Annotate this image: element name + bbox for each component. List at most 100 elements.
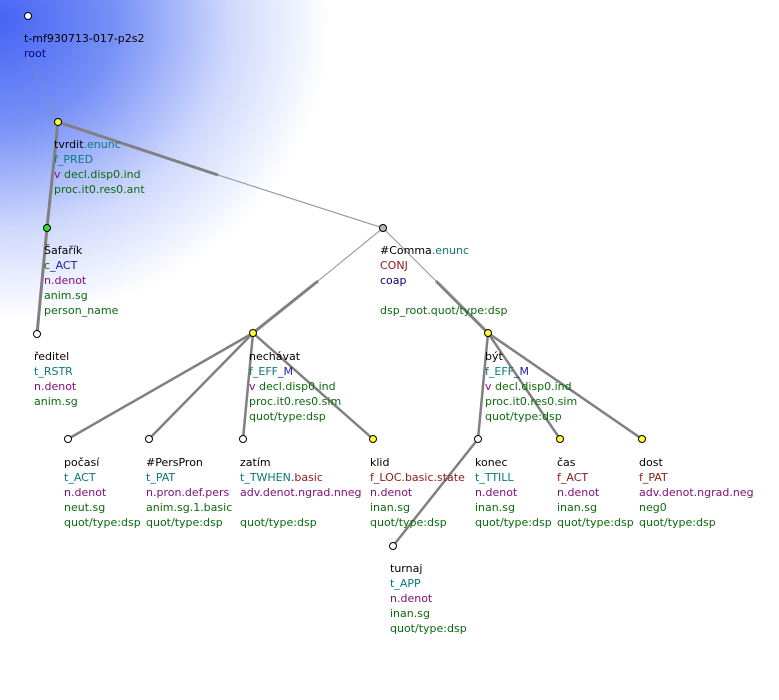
grammatemes: inan.sg xyxy=(557,501,597,514)
quot-type: quot/type:dsp xyxy=(240,516,317,529)
sempos: n.denot xyxy=(557,486,600,499)
functor: f_PAT xyxy=(639,471,668,484)
sempos-prefix: v xyxy=(54,168,61,181)
lemma: tvrdit xyxy=(54,138,84,151)
node-label-pocasi: počasí t_ACT n.denot neut.sg quot/type:d… xyxy=(64,455,141,530)
node-root[interactable] xyxy=(24,12,32,20)
edge-nechavat-perspron xyxy=(148,332,254,440)
quot-type: quot/type:dsp xyxy=(64,516,141,529)
functor: t_APP xyxy=(390,577,421,590)
node-byt[interactable] xyxy=(484,329,492,337)
grammatemes-aspect: proc.it0.res0.ant xyxy=(54,183,145,196)
node-cas[interactable] xyxy=(556,435,564,443)
node-label-turnaj: turnaj t_APP n.denot inan.sg quot/type:d… xyxy=(390,561,467,636)
node-tvrdit[interactable] xyxy=(54,118,62,126)
lemma: počasí xyxy=(64,456,100,469)
node-label-comma: #Comma.enunc CONJ coap dsp_root.quot/typ… xyxy=(380,243,507,318)
grammatemes: inan.sg xyxy=(475,501,515,514)
functor: f_ACT xyxy=(557,471,589,484)
functor: f_EFF xyxy=(485,365,514,378)
sempos-prefix: v xyxy=(485,380,492,393)
node-nechavat[interactable] xyxy=(249,329,257,337)
functor: t_TTILL xyxy=(475,471,514,484)
node-pocasi[interactable] xyxy=(64,435,72,443)
node-label-reditel: ředitel t_RSTR n.denot anim.sg xyxy=(34,349,78,409)
quot-type: quot/type:dsp xyxy=(370,516,447,529)
functor: t_PAT xyxy=(146,471,176,484)
edge-comma-nechavat-thin xyxy=(317,227,384,282)
node-label-nechavat: nechávat f_EFF_M v decl.disp0.ind proc.i… xyxy=(249,349,341,424)
quot-type: quot/type:dsp xyxy=(249,410,326,423)
node-zatim[interactable] xyxy=(239,435,247,443)
quot-type: quot/type:dsp xyxy=(390,622,467,635)
node-label-zatim: zatím t_TWHEN.basic adv.denot.ngrad.nneg… xyxy=(240,455,362,530)
lemma: čas xyxy=(557,456,576,469)
edge-tvrdit-comma-thin xyxy=(217,174,384,229)
sempos: n.denot xyxy=(370,486,413,499)
lemma-suffix: .enunc xyxy=(431,244,470,257)
grammatemes: neut.sg xyxy=(64,501,106,514)
lemma: zatím xyxy=(240,456,271,469)
edge-tvrdit-comma-thick xyxy=(57,120,219,177)
node-label-cas: čas f_ACT n.denot inan.sg quot/type:dsp xyxy=(557,455,634,530)
functor: t_TWHEN xyxy=(240,471,291,484)
node-safarik[interactable] xyxy=(43,224,51,232)
edge-nechavat-pocasi xyxy=(67,331,254,441)
lemma: #Comma xyxy=(380,244,432,257)
sempos: adv.denot.ngrad.nneg xyxy=(240,486,362,499)
functor-suffix: _M xyxy=(277,365,293,378)
grammatemes-aspect: proc.it0.res0.sim xyxy=(485,395,578,408)
coord-type: coap xyxy=(380,274,407,287)
edge-nechavat-klid xyxy=(252,332,374,440)
edge-comma-byt-thick xyxy=(434,279,490,335)
grammatemes: inan.sg xyxy=(390,607,430,620)
sempos: adv.denot.ngrad.neg xyxy=(639,486,754,499)
node-comma[interactable] xyxy=(379,224,387,232)
grammatemes: anim.sg xyxy=(44,289,88,302)
edge-nechavat-zatim xyxy=(241,332,255,440)
edge-byt-cas xyxy=(486,332,562,440)
edge-root-tvrdit xyxy=(27,56,57,119)
grammatemes: decl.disp0.ind xyxy=(255,380,336,393)
functor: f_LOC xyxy=(370,471,402,484)
quot-type: quot/type:dsp xyxy=(485,410,562,423)
node-konec[interactable] xyxy=(474,435,482,443)
node-dost[interactable] xyxy=(638,435,646,443)
edge-safarik-reditel xyxy=(35,227,49,335)
node-turnaj[interactable] xyxy=(389,542,397,550)
node-klid[interactable] xyxy=(369,435,377,443)
node-reditel[interactable] xyxy=(33,330,41,338)
grammatemes: dsp_root.quot/type:dsp xyxy=(380,304,508,317)
node-perspron[interactable] xyxy=(145,435,153,443)
sempos-prefix: v xyxy=(249,380,256,393)
grammatemes: decl.disp0.ind xyxy=(491,380,572,393)
root-id: t-mf930713-017-p2s2 xyxy=(24,32,145,45)
root-type: root xyxy=(24,47,47,60)
functor: f_EFF xyxy=(249,365,278,378)
lemma: #PersPron xyxy=(146,456,203,469)
edge-tvrdit-safarik xyxy=(45,121,60,229)
functor: f_PRED xyxy=(54,153,94,166)
functor-suffix: _M xyxy=(513,365,529,378)
lemma-suffix: .enunc xyxy=(83,138,121,151)
ne-type: person_name xyxy=(44,304,119,317)
lemma: klid xyxy=(370,456,390,469)
lemma: ředitel xyxy=(34,350,70,363)
grammatemes: inan.sg xyxy=(370,501,410,514)
sempos: n.denot xyxy=(390,592,433,605)
quot-type: quot/type:dsp xyxy=(146,516,223,529)
sempos: n.denot xyxy=(34,380,77,393)
node-label-byt: být f_EFF_M v decl.disp0.ind proc.it0.re… xyxy=(485,349,577,424)
lemma: nechávat xyxy=(249,350,301,363)
edge-byt-konec xyxy=(476,332,490,440)
node-label-konec: konec t_TTILL n.denot inan.sg quot/type:… xyxy=(475,455,552,530)
node-label-perspron: #PersPron t_PAT n.pron.def.pers anim.sg.… xyxy=(146,455,232,530)
quot-type: quot/type:dsp xyxy=(557,516,634,529)
grammatemes: anim.sg.1.basic xyxy=(146,501,233,514)
node-label-safarik: Šafařík c_ACT n.denot anim.sg person_nam… xyxy=(44,243,118,318)
functor-suffix: .basic xyxy=(290,471,323,484)
lemma: být xyxy=(485,350,503,363)
edge-comma-nechavat-thick xyxy=(252,279,319,335)
lemma: konec xyxy=(475,456,508,469)
